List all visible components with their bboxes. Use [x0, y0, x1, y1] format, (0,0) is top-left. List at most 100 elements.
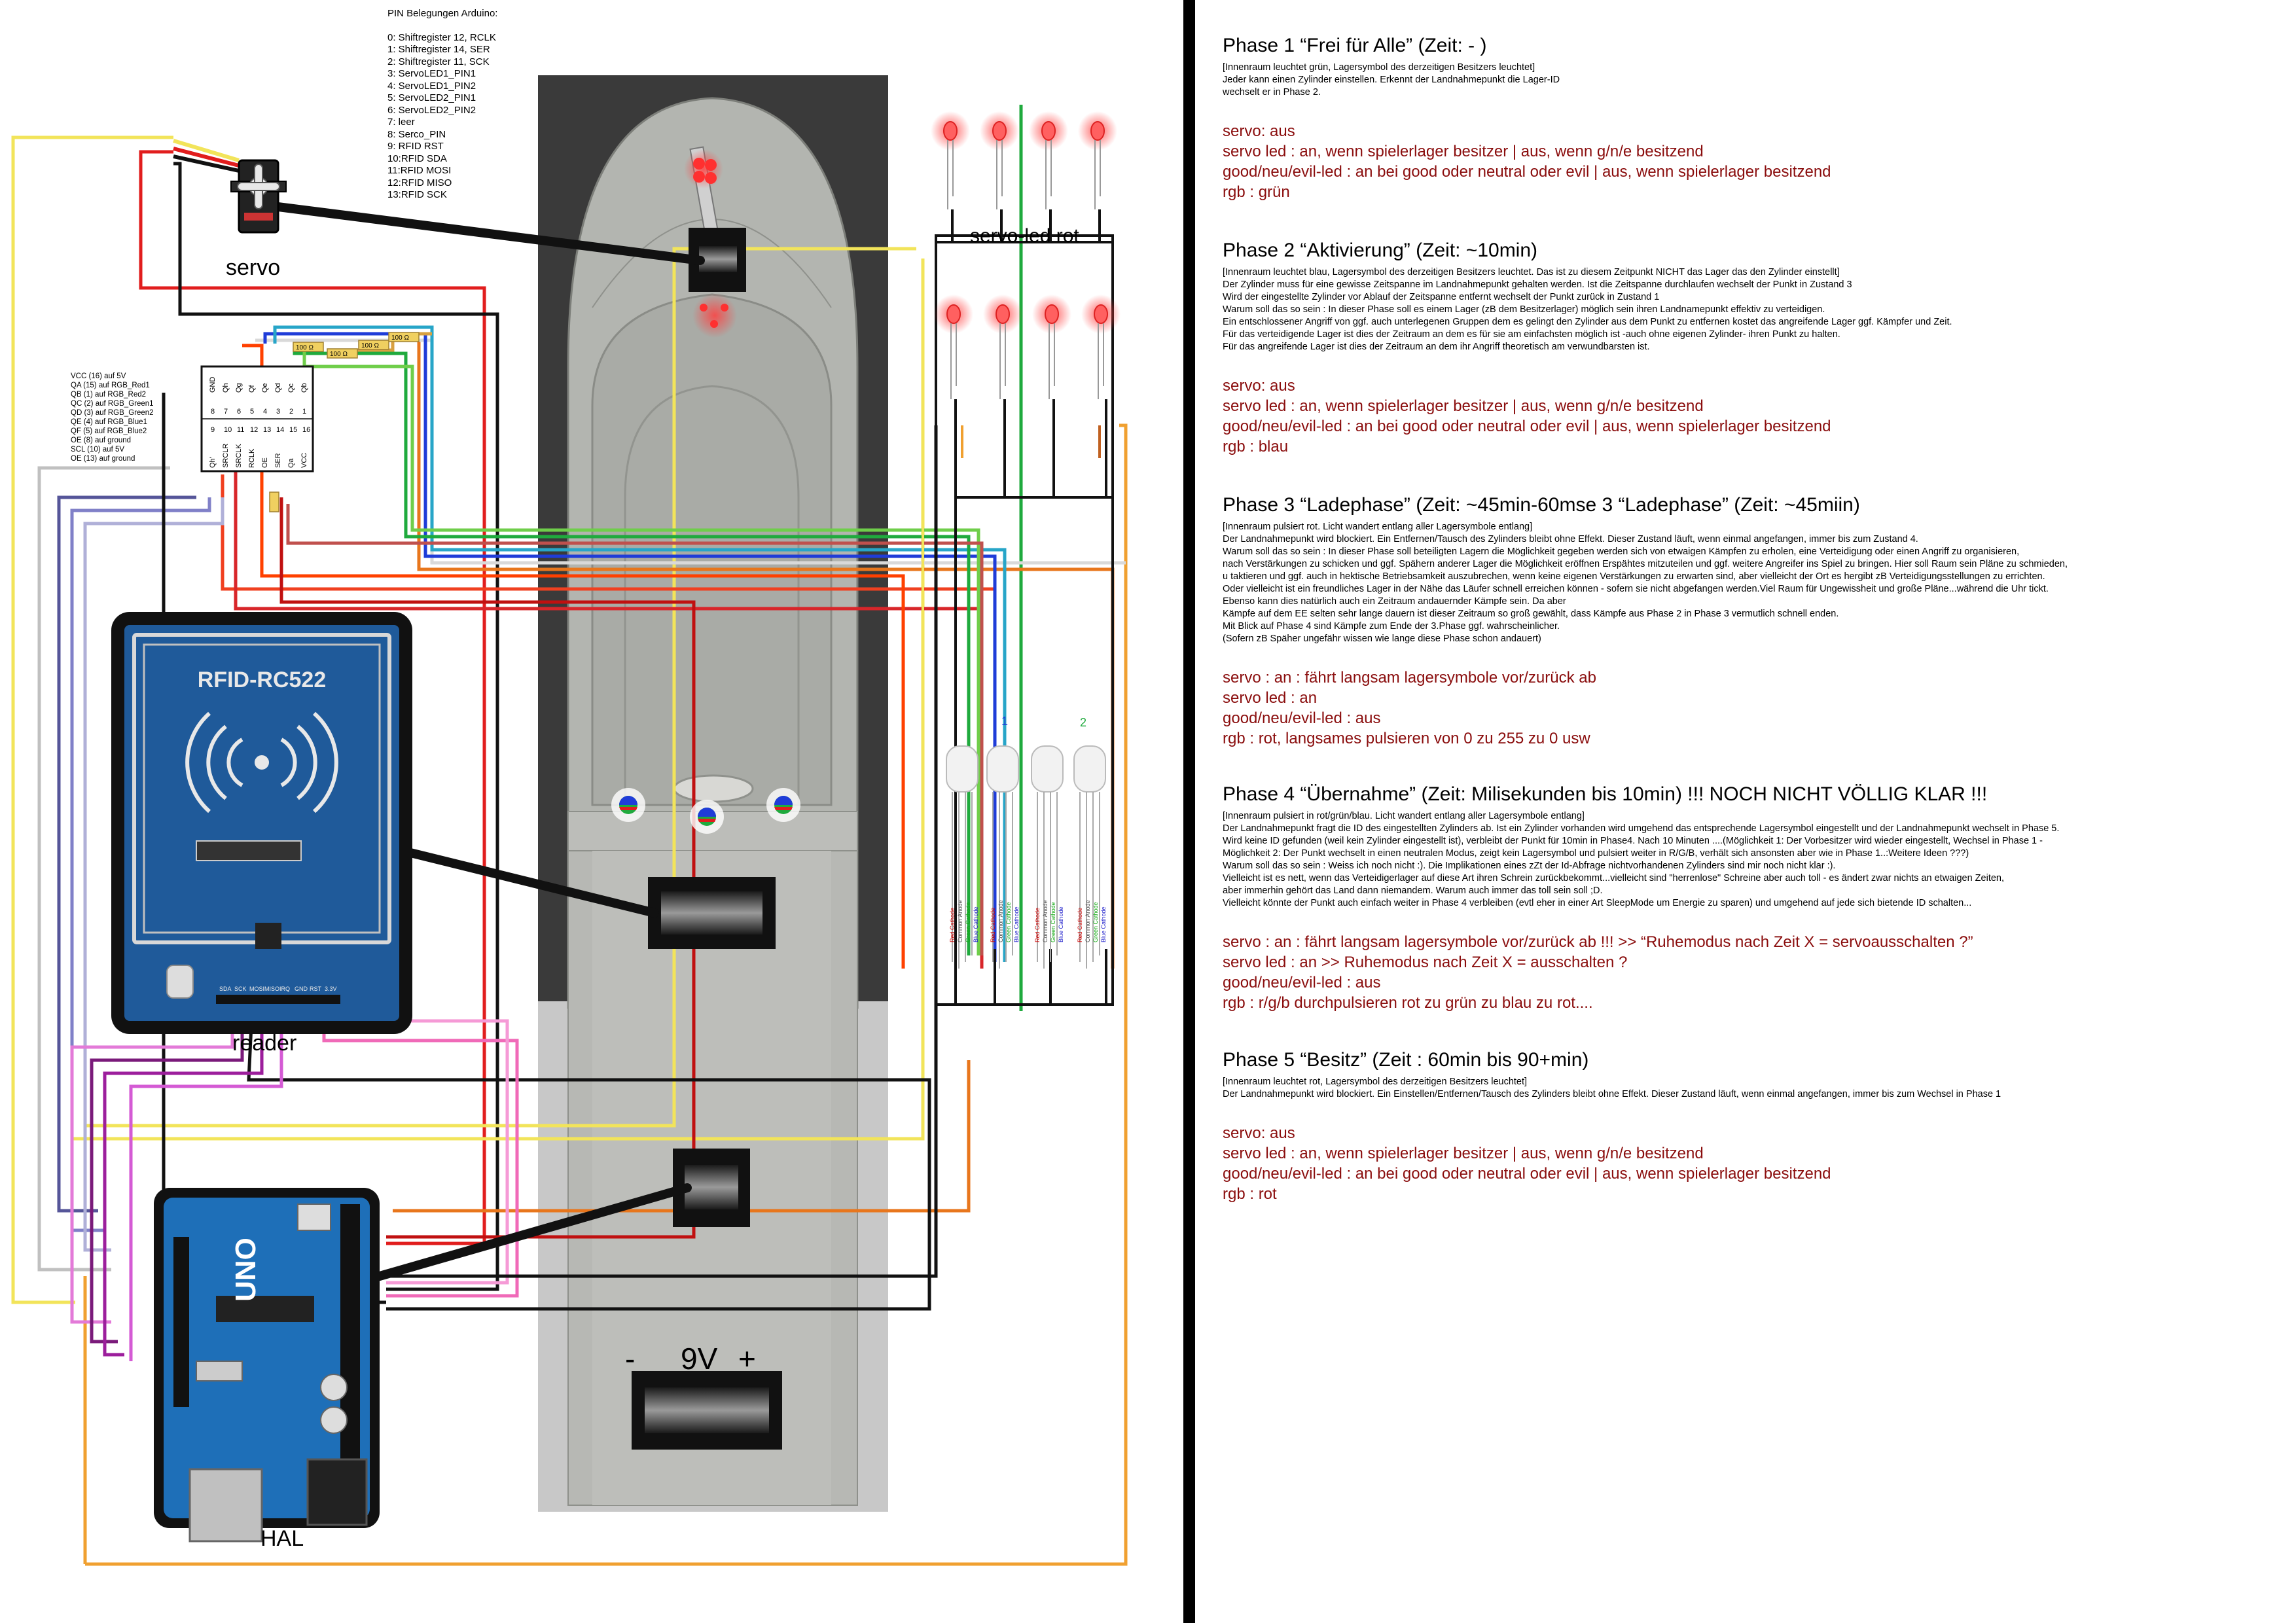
rfid-slot-inner — [661, 891, 762, 935]
phase-state: servo : an : fährt langsam lagersymbole … — [1223, 669, 1596, 687]
chip-pin-label: GND — [209, 377, 217, 393]
resistor — [269, 491, 279, 512]
rgb-indicator — [611, 788, 645, 822]
chip-note: QA (15) auf RGB_Red1 — [71, 382, 150, 389]
phase-description-line: Ein entschlossener Angriff von ggf. auch… — [1223, 317, 1952, 327]
phase-description-line: aber immerhin gehört das Land dann niema… — [1223, 885, 1603, 896]
arduino-link — [375, 1183, 692, 1281]
red-led — [1078, 111, 1117, 209]
phase-description-line: [Innenraum pulsiert rot. Licht wandert e… — [1223, 522, 1533, 532]
wire-sr-orange — [242, 344, 905, 969]
page-divider — [1183, 0, 1195, 1623]
chip-pin-label: OE — [261, 457, 269, 468]
chip-pin-number: 4 — [263, 408, 267, 416]
chip-pin-number: 7 — [224, 408, 228, 416]
chip-pin-number: 5 — [250, 408, 254, 416]
wire-sr-purple1 — [57, 495, 196, 1213]
phase-description-line: Der Landnahmepunkt fragt die ID des eing… — [1223, 823, 2060, 834]
phase-title: Phase 4 “Übernahme” (Zeit: Milisekunden … — [1223, 783, 1988, 805]
phase-description-line: [Innenraum leuchtet grün, Lagersymbol de… — [1223, 62, 1535, 73]
phase-title: Phase 5 “Besitz” (Zeit : 60min bis 90+mi… — [1223, 1049, 1589, 1071]
pointer-led-glow — [684, 149, 723, 188]
phase-description-line: [Innenraum pulsiert in rot/grün/blau. Li… — [1223, 811, 1585, 821]
rgb-pin-label: Green Cathode — [1092, 902, 1099, 942]
servo — [173, 139, 287, 234]
wire-rfid-purple — [90, 1008, 244, 1344]
chip-pin-label: SER — [274, 453, 282, 468]
rgb-pin-label: Common Anode — [957, 900, 963, 942]
icsp-header — [297, 1204, 331, 1231]
wire-rfid-ground — [247, 1010, 931, 1311]
chip-pin-number: 13 — [263, 426, 271, 434]
phase-state: good/neu/evil-led : an bei good oder neu… — [1223, 1165, 1831, 1183]
rgb-pin-label: Common Anode — [1042, 900, 1049, 942]
phase-section: Phase 4 “Übernahme” (Zeit: Milisekunden … — [1223, 783, 2270, 1013]
chip-note: VCC (16) auf 5V — [71, 372, 126, 380]
rgb-pin-label: Green Cathode — [965, 902, 971, 942]
resistor-label: 100 Ω — [330, 351, 348, 358]
phase-state: servo led : an >> Ruhemodus nach Zeit X … — [1223, 954, 1628, 971]
servo-led-wires-colored — [922, 259, 1101, 962]
shrine-led — [721, 304, 728, 312]
rgb-pin-label: Blue Cathode — [1058, 906, 1064, 942]
pointer-led — [693, 158, 705, 169]
rfid-crystal — [166, 965, 194, 999]
mechanical-links — [243, 198, 705, 1281]
phase-description-line: Mit Blick auf Phase 4 sind Kämpfe zum En… — [1223, 621, 1560, 632]
phase-description-line: Für das verteidigende Lager ist dies der… — [1223, 329, 1840, 340]
pin-entry: 8: Serco_PIN — [387, 128, 446, 140]
hal-label: HAL — [260, 1526, 304, 1551]
chip-pin-number: 2 — [289, 408, 293, 416]
rgb-led-group: 1 2 Red Cathode Common Anode Green Catho… — [946, 715, 1107, 969]
phase-description-line: Vielleicht könnte der Punkt auch einfach… — [1223, 898, 1972, 908]
chip-note: SCL (10) auf 5V — [71, 446, 125, 454]
rgb-indicator — [766, 788, 800, 822]
shrine-led — [700, 304, 708, 312]
phase-state: rgb : r/g/b durchpulsieren rot zu grün z… — [1223, 994, 1593, 1012]
chip-note: OE (13) auf ground — [71, 455, 135, 463]
servo-link — [243, 198, 705, 265]
rfid-pin-label: GND — [295, 986, 308, 992]
pin-entry: 0: Shiftregister 12, RCLK — [387, 31, 496, 43]
pin-entry: 13:RFID SCK — [387, 189, 447, 200]
rfid-pin-label: MISO — [264, 986, 279, 992]
rfid-header — [216, 995, 340, 1004]
wire-vcc-red — [279, 497, 696, 1239]
wire-blue1 — [263, 332, 997, 962]
rgb-pin-label: Blue Cathode — [1100, 906, 1107, 942]
chip-pin-label: Qe — [261, 383, 269, 393]
resistor — [327, 348, 358, 359]
pin-entry: 7: leer — [387, 116, 415, 128]
wire-green2 — [302, 344, 980, 955]
chip-pin-number: 16 — [302, 426, 310, 434]
rfid-pin-label: IRQ — [279, 986, 290, 992]
shrine-led-glow — [692, 293, 737, 338]
chip-pin-number: 12 — [250, 426, 258, 434]
phase-state: servo led : an, wenn spielerlager besitz… — [1223, 143, 1704, 160]
phase-description-line: (Sofern zB Späher ungefähr wissen wie la… — [1223, 633, 1541, 644]
pin-entry: 1: Shiftregister 14, SER — [387, 44, 490, 55]
rgb-pin-label: Green Cathode — [1050, 902, 1056, 942]
red-led — [983, 294, 1022, 399]
phase-state: rgb : blau — [1223, 438, 1289, 455]
phase-state: good/neu/evil-led : aus — [1223, 709, 1381, 727]
chip-note: QD (3) auf RGB_Green2 — [71, 409, 154, 417]
pointer-led — [693, 171, 705, 183]
cylinder-socket — [673, 774, 754, 803]
chip-pin-number: 8 — [211, 408, 215, 416]
rgb-pin-label: Common Anode — [1085, 900, 1091, 942]
arduino-slot-inner — [685, 1165, 738, 1209]
chip-pin-label: Qd — [274, 383, 282, 393]
rgb-group-label: 1 — [1001, 715, 1008, 728]
chip-note: OE (8) auf ground — [71, 437, 132, 444]
phase-description-line: [Innenraum leuchtet rot, Lagersymbol des… — [1223, 1077, 1528, 1087]
wire-servo-red — [139, 150, 486, 1245]
phase-description-line: nach Verstärkungen zu schicken und ggf. … — [1223, 559, 2068, 569]
resistor-row: 100 Ω 100 Ω 100 Ω 100 Ω — [269, 332, 420, 512]
red-led — [980, 111, 1019, 209]
phase-state: rgb : grün — [1223, 183, 1290, 201]
phase-description-line: Jeder kann einen Zylinder einstellen. Er… — [1223, 75, 1560, 85]
phase-state: rgb : rot — [1223, 1185, 1277, 1203]
chip-pin-label: VCC — [300, 453, 308, 468]
